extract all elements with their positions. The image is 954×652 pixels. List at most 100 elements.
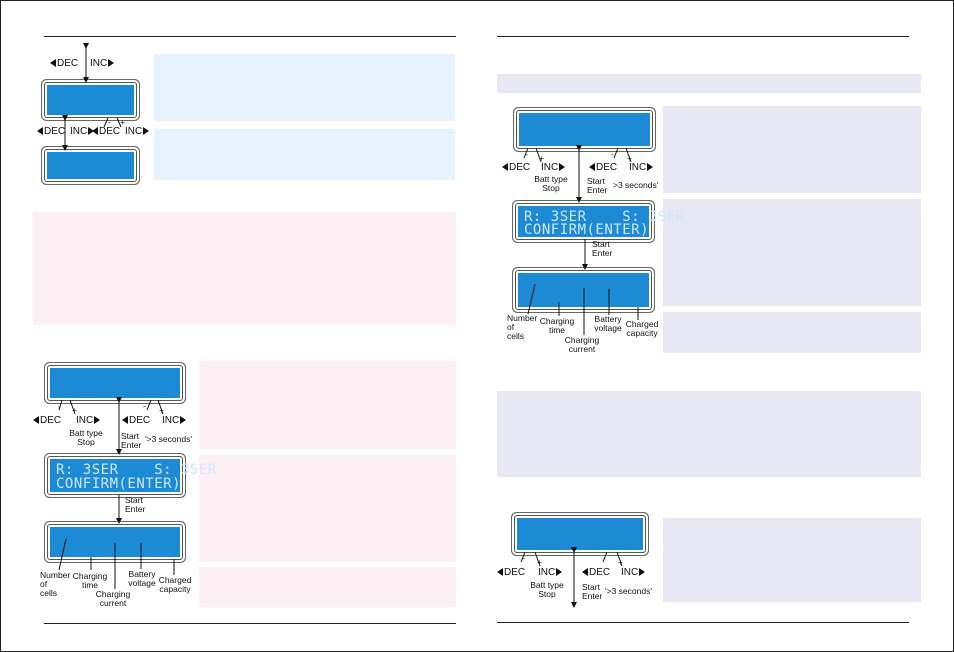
inc-label: INC — [541, 162, 559, 173]
lcd-screen — [44, 82, 137, 118]
label-line: Batt type — [530, 580, 564, 590]
plus-sign: + — [539, 153, 544, 163]
lcd-screen — [514, 515, 646, 553]
right-arrow-icon — [180, 416, 187, 425]
label-line: Number — [507, 313, 538, 323]
start-enter-label: Start Enter — [125, 496, 145, 514]
label-line: Charged — [625, 319, 659, 329]
left-arrow-icon — [122, 416, 128, 425]
lcd-screen — [516, 110, 653, 149]
dec-key: DEC — [92, 127, 120, 137]
info-panel — [199, 567, 456, 607]
inc-label: INC — [621, 567, 639, 578]
dec-label: DEC — [596, 162, 618, 173]
info-panel — [199, 361, 456, 449]
section-panel — [33, 212, 456, 325]
inc-key: INC — [125, 127, 150, 137]
info-panel — [663, 106, 921, 193]
right-arrow-icon — [88, 127, 95, 136]
label-line: Stop — [542, 183, 560, 193]
minus-sign: - — [603, 553, 606, 563]
lcd-line-1: R: 3SER S: 3SER — [56, 462, 217, 478]
start-enter-label: Start Enter — [587, 177, 607, 195]
heading-bar — [497, 74, 921, 93]
inc-label: INC — [629, 162, 647, 173]
label-line: cells — [40, 588, 58, 598]
right-arrow-icon — [94, 416, 101, 425]
label-line: Start — [587, 176, 605, 186]
label-line: Stop — [77, 437, 95, 447]
right-footer-rule — [497, 622, 909, 623]
dec-key: DEC — [497, 568, 525, 578]
plus-sign: + — [159, 405, 164, 415]
label-line: voltage — [594, 323, 622, 333]
dec-key: DEC — [33, 416, 61, 426]
number-of-cells-label: Number of cells — [507, 314, 537, 341]
dec-label: DEC — [44, 126, 66, 137]
dec-key: DEC — [122, 416, 150, 426]
charged-capacity-label: Charged capacity — [622, 320, 662, 338]
dec-label: DEC — [57, 58, 79, 69]
lcd-line-2: CONFIRM(ENTER) — [524, 222, 650, 238]
left-footer-rule — [44, 623, 456, 624]
info-panel — [154, 54, 455, 121]
label-line: Charging — [564, 335, 600, 345]
charging-current-label: Charging current — [562, 336, 602, 354]
label-line: voltage — [128, 578, 156, 588]
batt-type-stop-label: Batt type Stop — [531, 175, 571, 193]
three-seconds-label: >3 seconds' — [613, 180, 659, 190]
label-line: Enter — [587, 185, 608, 195]
inc-key: INC — [162, 416, 187, 426]
label-line: Enter — [125, 504, 146, 514]
lcd-screen — [47, 365, 183, 401]
minus-sign: - — [522, 553, 525, 563]
inc-key: INC — [76, 415, 101, 426]
label-line: Batt type — [534, 174, 568, 184]
dec-key: DEC — [37, 127, 65, 137]
inc-label: INC — [70, 126, 88, 137]
battery-voltage-label: Battery voltage — [122, 570, 162, 588]
dec-label: DEC — [40, 415, 62, 426]
dec-key: DEC — [582, 568, 610, 578]
right-arrow-icon — [639, 568, 646, 577]
inc-label: INC — [76, 415, 94, 426]
inc-key: INC — [541, 162, 566, 173]
label-line: Charging — [539, 316, 575, 326]
info-panel — [663, 312, 921, 353]
left-arrow-icon — [582, 568, 588, 577]
left-arrow-icon — [92, 127, 98, 136]
section-panel — [497, 391, 921, 477]
right-arrow-icon — [556, 568, 563, 577]
label-line: capacity — [626, 328, 658, 338]
label-line: cells — [507, 331, 525, 341]
right-arrow-icon — [108, 59, 115, 68]
info-panel — [663, 518, 921, 602]
dec-inc-key: DEC — [50, 59, 78, 69]
right-arrow-icon — [559, 163, 566, 172]
label-line: Enter — [582, 591, 603, 601]
label-line: Charging — [95, 589, 131, 599]
label-line: Battery — [594, 314, 622, 324]
dec-label: DEC — [504, 567, 526, 578]
minus-sign: - — [611, 149, 614, 159]
label-line: Start — [121, 431, 139, 441]
label-line: Start — [592, 239, 610, 249]
battery-voltage-label: Battery voltage — [588, 315, 628, 333]
lcd-confirm-screen: R: 3SER S: 3SER CONFIRM(ENTER) — [47, 456, 216, 495]
right-arrow-icon — [647, 163, 654, 172]
right-arrow-icon — [143, 127, 150, 136]
charging-time-label: Charging time — [537, 317, 577, 335]
inc-key: INC — [621, 567, 646, 578]
info-panel — [154, 129, 455, 180]
plus-sign: + — [618, 557, 623, 567]
plus-sign: + — [627, 153, 632, 163]
minus-sign: - — [143, 401, 146, 411]
dec-key: DEC — [502, 163, 530, 173]
dec-key: DEC — [589, 163, 617, 173]
label-line: Charged — [158, 575, 192, 585]
dec-label: DEC — [589, 567, 611, 578]
label-line: Enter — [592, 248, 613, 258]
charging-current-label: Charging current — [93, 590, 133, 608]
start-enter-label: Start Enter — [582, 583, 602, 601]
